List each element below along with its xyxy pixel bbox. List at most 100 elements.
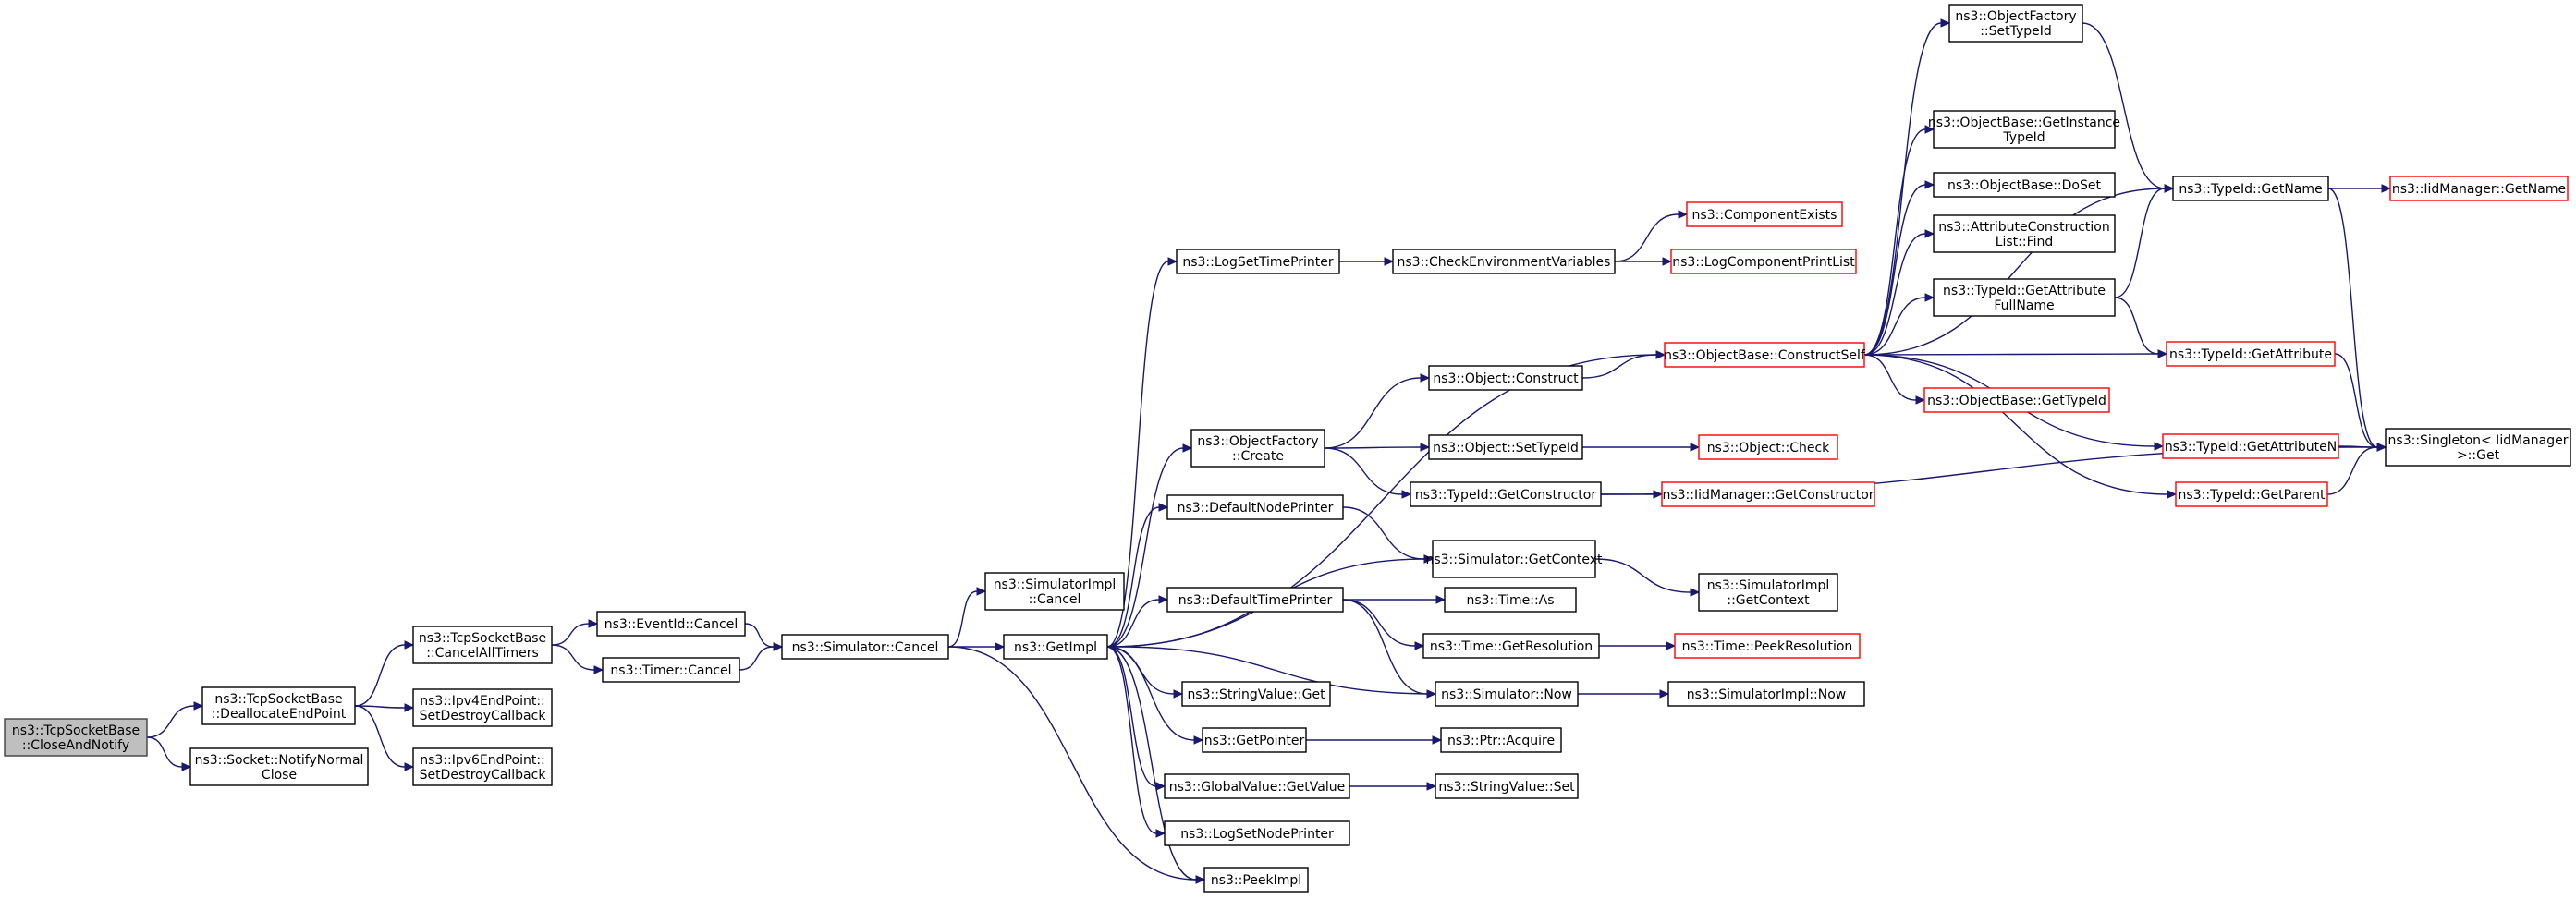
node-box <box>1422 633 1600 659</box>
node-logsetnode[interactable]: ns3::LogSetNodePrinter <box>1164 820 1350 846</box>
node-simcancel[interactable]: ns3::Simulator::Cancel <box>781 634 949 660</box>
node-box <box>1003 634 1108 660</box>
node-label-line: ns3::TypeId::GetParent <box>2179 488 2326 503</box>
edge-constructself-to-getattrfullname <box>1863 293 1935 356</box>
node-objsettypeid[interactable]: ns3::Object::SetTypeId <box>1428 434 1583 460</box>
node-label-line: ns3::PeekImpl <box>1211 873 1301 888</box>
node-label-line: ns3::ObjectBase::GetInstance <box>1928 115 2120 130</box>
edge-objfactcreate-to-objsettypeid <box>1324 443 1431 452</box>
node-objfactsettypeid[interactable]: ns3::ObjectFactory::SetTypeId <box>1948 4 2083 43</box>
node-typeidgetattr[interactable]: ns3::TypeId::GetAttribute <box>2166 341 2336 367</box>
edge-objfactsettypeid-to-typeidgetname <box>2082 22 2175 193</box>
node-label-line: ns3::Time::GetResolution <box>1430 639 1593 654</box>
edge-cancelall-to-timercancel <box>551 644 604 674</box>
node-label-line: ns3::ObjectFactory <box>1955 9 2076 24</box>
node-box <box>2385 428 2571 467</box>
edge-getimpl-to-defnodeprinter <box>1106 503 1169 648</box>
node-dealloc[interactable]: ns3::TcpSocketBase::DeallocateEndPoint <box>201 686 356 725</box>
node-box <box>4 718 148 757</box>
node-box <box>1444 587 1577 613</box>
node-iidgetctor[interactable]: ns3::IidManager::GetConstructor <box>1661 481 1875 507</box>
node-timercancel[interactable]: ns3::Timer::Cancel <box>602 657 740 683</box>
edge-constructself-to-doset <box>1863 180 1935 356</box>
edge-globalgetvalue-to-stringvalueset <box>1349 782 1437 791</box>
node-label-line: ns3::TcpSocketBase <box>214 692 342 707</box>
node-getpointer[interactable]: ns3::GetPointer <box>1202 727 1307 753</box>
node-peekimpl[interactable]: ns3::PeekImpl <box>1203 867 1309 893</box>
node-logcompprint[interactable]: ns3::LogComponentPrintList <box>1670 249 1857 274</box>
edge-defnodeprinter-to-simgetctx <box>1342 506 1435 564</box>
node-simimplnow[interactable]: ns3::SimulatorImpl::Now <box>1667 681 1865 707</box>
edge-constructself-to-objbasegettypeid <box>1863 354 1926 405</box>
node-globalgetvalue[interactable]: ns3::GlobalValue::GetValue <box>1164 773 1350 799</box>
node-stringvalueget[interactable]: ns3::StringValue::Get <box>1181 681 1331 707</box>
node-label-line: ns3::Object::SetTypeId <box>1433 441 1579 456</box>
edge-root-to-dealloc <box>146 701 204 738</box>
node-root[interactable]: ns3::TcpSocketBase::CloseAndNotify <box>4 718 148 757</box>
node-logsettime[interactable]: ns3::LogSetTimePrinter <box>1176 249 1340 274</box>
node-simnow[interactable]: ns3::Simulator::Now <box>1435 681 1579 707</box>
node-timeas[interactable]: ns3::Time::As <box>1444 587 1577 613</box>
node-box <box>2166 341 2336 367</box>
node-objfactcreate[interactable]: ns3::ObjectFactory::Create <box>1190 429 1325 468</box>
node-box <box>1440 727 1562 753</box>
node-doset[interactable]: ns3::ObjectBase::DoSet <box>1933 172 2116 198</box>
node-label-line: ns3::ComponentExists <box>1692 208 1837 223</box>
node-typeidgetparent[interactable]: ns3::TypeId::GetParent <box>2175 481 2328 507</box>
node-getimpl[interactable]: ns3::GetImpl <box>1003 634 1108 660</box>
node-compexists[interactable]: ns3::ComponentExists <box>1686 201 1843 227</box>
node-ptracquire[interactable]: ns3::Ptr::Acquire <box>1440 727 1562 753</box>
node-deftimeprinter[interactable]: ns3::DefaultTimePrinter <box>1166 587 1344 613</box>
node-box <box>189 747 369 786</box>
node-objbasegettypeid[interactable]: ns3::ObjectBase::GetTypeId <box>1923 387 2110 413</box>
node-objconstruct[interactable]: ns3::Object::Construct <box>1428 365 1583 391</box>
node-cancelall[interactable]: ns3::TcpSocketBase::CancelAllTimers <box>412 626 553 664</box>
edge-getattrfullname-to-typeidgetname <box>2114 184 2175 298</box>
node-label-line: ns3::TcpSocketBase <box>419 631 546 646</box>
node-simgetctx[interactable]: ns3::Simulator::GetContext <box>1425 540 1603 578</box>
edge-typeidgetattr-to-singletonget <box>2334 353 2387 452</box>
node-objcheck[interactable]: ns3::Object::Check <box>1698 434 1838 460</box>
node-checkenv[interactable]: ns3::CheckEnvironmentVariables <box>1392 249 1616 274</box>
node-iidgetname[interactable]: ns3::IidManager::GetName <box>2389 176 2569 201</box>
edge-dealloc-to-ipv4 <box>354 703 415 712</box>
node-typeidgetctor[interactable]: ns3::TypeId::GetConstructor <box>1410 481 1602 507</box>
edge-getpointer-to-ptracquire <box>1305 735 1443 745</box>
node-ipv6[interactable]: ns3::Ipv6EndPoint::SetDestroyCallback <box>412 747 553 786</box>
node-label-line: ns3::ObjectFactory <box>1197 434 1318 449</box>
node-label-line: ns3::DefaultTimePrinter <box>1178 593 1333 608</box>
node-label-line: ns3::TypeId::GetName <box>2179 182 2322 197</box>
edge-typeidgetname-to-iidgetname <box>2328 184 2392 193</box>
node-box <box>1166 494 1344 520</box>
edge-getimpl-to-logsettime <box>1106 257 1178 648</box>
node-timegetres[interactable]: ns3::Time::GetResolution <box>1422 633 1600 659</box>
node-timepeekres[interactable]: ns3::Time::PeekResolution <box>1674 633 1861 659</box>
node-typeidgetattrn[interactable]: ns3::TypeId::GetAttributeN <box>2162 433 2339 459</box>
node-box <box>1674 633 1861 659</box>
node-ipv4[interactable]: ns3::Ipv4EndPoint::SetDestroyCallback <box>412 688 553 727</box>
node-defnodeprinter[interactable]: ns3::DefaultNodePrinter <box>1166 494 1344 520</box>
node-stringvalueset[interactable]: ns3::StringValue::Set <box>1435 773 1579 799</box>
node-simimplgetctx[interactable]: ns3::SimulatorImpl::GetContext <box>1698 573 1838 612</box>
edge-getimpl-to-stringvalueget <box>1106 646 1184 699</box>
node-eventcancel[interactable]: ns3::EventId::Cancel <box>596 611 746 637</box>
node-box <box>1164 820 1350 846</box>
node-box <box>2389 176 2569 201</box>
node-box <box>412 747 553 786</box>
edge-timercancel-to-simcancel <box>739 642 784 671</box>
node-label-line: ns3::Simulator::Now <box>1441 687 1572 702</box>
node-constructself[interactable]: ns3::ObjectBase::ConstructSelf <box>1664 342 1866 368</box>
node-box <box>1933 278 2116 317</box>
node-typeidgetname[interactable]: ns3::TypeId::GetName <box>2172 176 2329 201</box>
edge-logsettime-to-checkenv <box>1338 257 1395 266</box>
node-simimplcancel[interactable]: ns3::SimulatorImpl::Cancel <box>984 572 1125 611</box>
edge-timegetres-to-timepeekres <box>1599 641 1677 650</box>
node-box <box>412 688 553 727</box>
node-singletonget[interactable]: ns3::Singleton< IidManager >::Get <box>2385 428 2571 467</box>
node-box <box>1933 214 2116 253</box>
node-label-line: ns3::SimulatorImpl::Now <box>1687 687 1847 702</box>
